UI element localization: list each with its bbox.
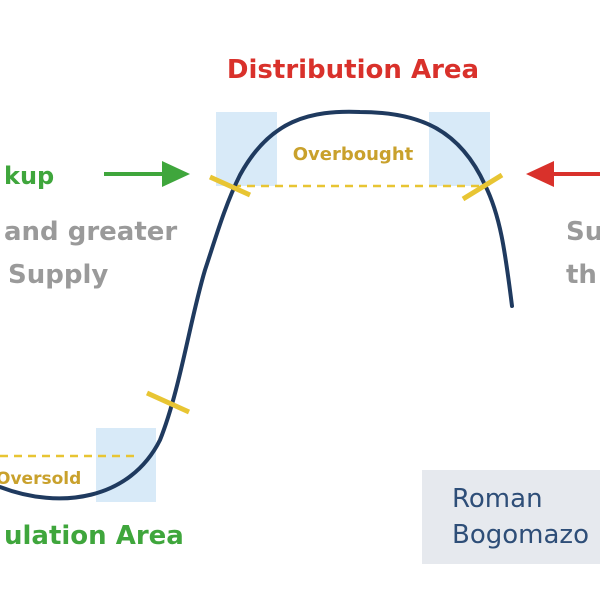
watermark-line1: Roman	[452, 484, 543, 514]
distribution-area-label: Distribution Area	[227, 55, 479, 85]
markup-label: kup	[4, 162, 54, 190]
overbought-label: Overbought	[293, 144, 414, 165]
right-side-text-line1: Su	[566, 217, 600, 247]
oversold-label: Oversold	[0, 469, 81, 489]
accumulation-area-label: ulation Area	[4, 521, 184, 551]
demand-text-line2: Supply	[8, 260, 108, 290]
green-right-arrow-icon	[104, 161, 190, 187]
markup-midpoint-tick	[145, 390, 191, 415]
right-side-text-line2: th	[566, 260, 597, 290]
demand-text-line1: and greater	[4, 217, 177, 247]
watermark-line2: Bogomazo	[452, 520, 589, 550]
red-left-arrow-icon	[526, 161, 600, 187]
distribution-left-highlight	[216, 112, 277, 186]
overbought-left-tick	[208, 174, 252, 198]
author-watermark: Roman Bogomazo	[422, 470, 600, 564]
overbought-right-tick	[461, 172, 504, 202]
